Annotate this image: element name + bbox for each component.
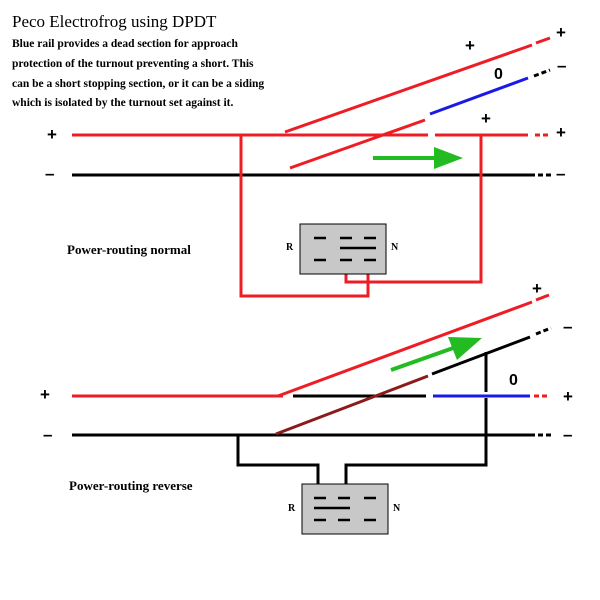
bottom-wire-left [236,435,320,495]
top-frog-rail [289,118,426,170]
top-right-dead-minus-sign: – [557,56,567,75]
bottom-right-minus-sign: – [563,425,573,444]
top-right-diverging-plus-sign: + [556,23,566,42]
bottom-frog-rail-end [535,326,552,336]
top-switch-contacts [314,236,376,262]
bottom-diverging-positive-rail [277,300,533,398]
bottom-switch-contacts [314,496,376,522]
caption-normal: Power-routing normal [67,242,191,257]
bottom-diverging-plus-sign: + [532,279,542,298]
bottom-diverging-positive-end [535,293,550,302]
top-wire-left [239,135,370,298]
bottom-direction-arrow-shaft [390,345,457,372]
bottom-frog-rail [275,374,429,436]
top-left-plus-sign: + [47,125,57,144]
bottom-left-plus-sign: + [40,385,50,404]
top-switch-label-n: N [391,242,399,253]
diagram-title: Peco Electrofrog using DPDT [12,12,217,31]
top-left-minus-sign: – [45,164,55,183]
top-diverging-positive-rail [284,43,533,134]
description-line-2: protection of the turnout preventing a s… [12,58,254,70]
top-direction-arrow-head [434,147,463,169]
top-dead-section-end [533,68,551,78]
top-dead-section-rail [429,76,529,116]
bottom-switch-label-r: R [288,503,296,514]
top-diverging-positive-end [535,36,551,45]
description-line-4: which is isolated by the turnout set aga… [12,97,234,109]
top-frog-plus-sign: + [481,109,491,128]
bottom-frog-rail-black [431,335,531,376]
top-dead-zero-label: 0 [494,66,503,83]
top-diverging-plus-sign: + [465,36,475,55]
bottom-frog-minus-sign: – [563,317,573,336]
top-right-plus-sign: + [556,123,566,142]
description-line-1: Blue rail provides a dead section for ap… [12,38,238,50]
description-line-3: can be a short stopping section, or it c… [12,78,265,90]
caption-reverse: Power-routing reverse [69,478,193,493]
bottom-dead-zero-label: 0 [509,372,518,389]
bottom-wire-right [344,398,488,495]
bottom-direction-arrow-head [448,337,482,360]
top-wire-right [344,135,483,284]
bottom-switch-label-n: N [393,503,401,514]
bottom-right-plus-sign: + [563,387,573,406]
bottom-left-minus-sign: – [43,425,53,444]
top-switch-label-r: R [286,242,294,253]
top-right-minus-sign: – [556,164,566,183]
